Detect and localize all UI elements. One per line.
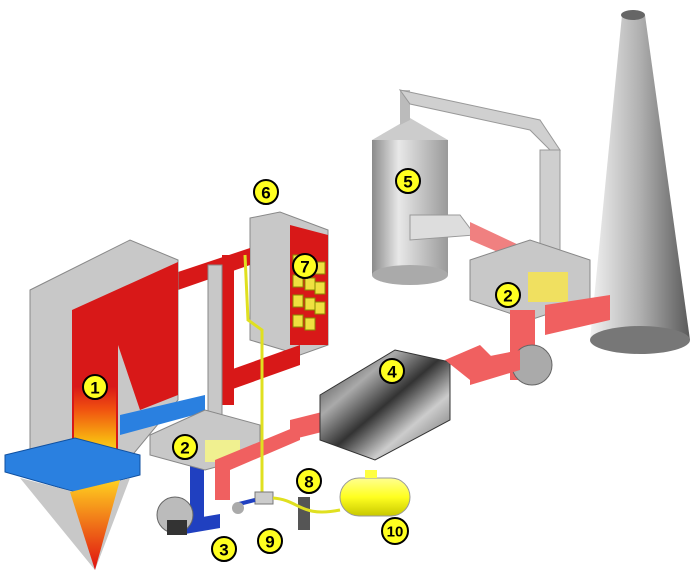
ammonia-system <box>232 254 411 530</box>
svg-text:5: 5 <box>403 173 412 192</box>
label-air-heater-left: 2 <box>172 434 198 460</box>
label-air-heater-right: 2 <box>495 282 521 308</box>
chimney-stack <box>590 10 690 354</box>
svg-text:6: 6 <box>261 184 270 203</box>
forced-draft-fan <box>156 496 194 535</box>
label-absorber: 5 <box>395 168 421 194</box>
label-ammonia-injection: 8 <box>296 468 322 494</box>
label-boiler: 1 <box>82 374 108 400</box>
svg-text:3: 3 <box>219 541 228 560</box>
air-duct <box>120 395 220 534</box>
label-catalyst: 7 <box>292 253 318 279</box>
label-precipitator: 4 <box>379 358 405 384</box>
label-dilution-fan: 9 <box>257 528 283 554</box>
air-heater-right <box>469 239 610 386</box>
svg-text:1: 1 <box>90 379 99 398</box>
label-scr-reactor: 6 <box>253 179 279 205</box>
absorber-tower <box>372 89 561 285</box>
svg-text:10: 10 <box>387 524 404 541</box>
svg-text:9: 9 <box>265 533 274 552</box>
svg-text:2: 2 <box>503 287 512 306</box>
boiler <box>4 239 179 570</box>
svg-text:4: 4 <box>387 363 397 382</box>
label-ammonia-tank: 10 <box>381 517 409 545</box>
svg-text:7: 7 <box>300 258 309 277</box>
svg-text:8: 8 <box>304 473 313 492</box>
electrostatic-precipitator <box>319 345 520 461</box>
label-fan: 3 <box>211 536 237 562</box>
svg-text:2: 2 <box>180 439 189 458</box>
component-labels: 1 2 3 4 5 6 7 8 9 10 2 <box>82 168 521 562</box>
hot-flue-ducts <box>178 248 300 416</box>
